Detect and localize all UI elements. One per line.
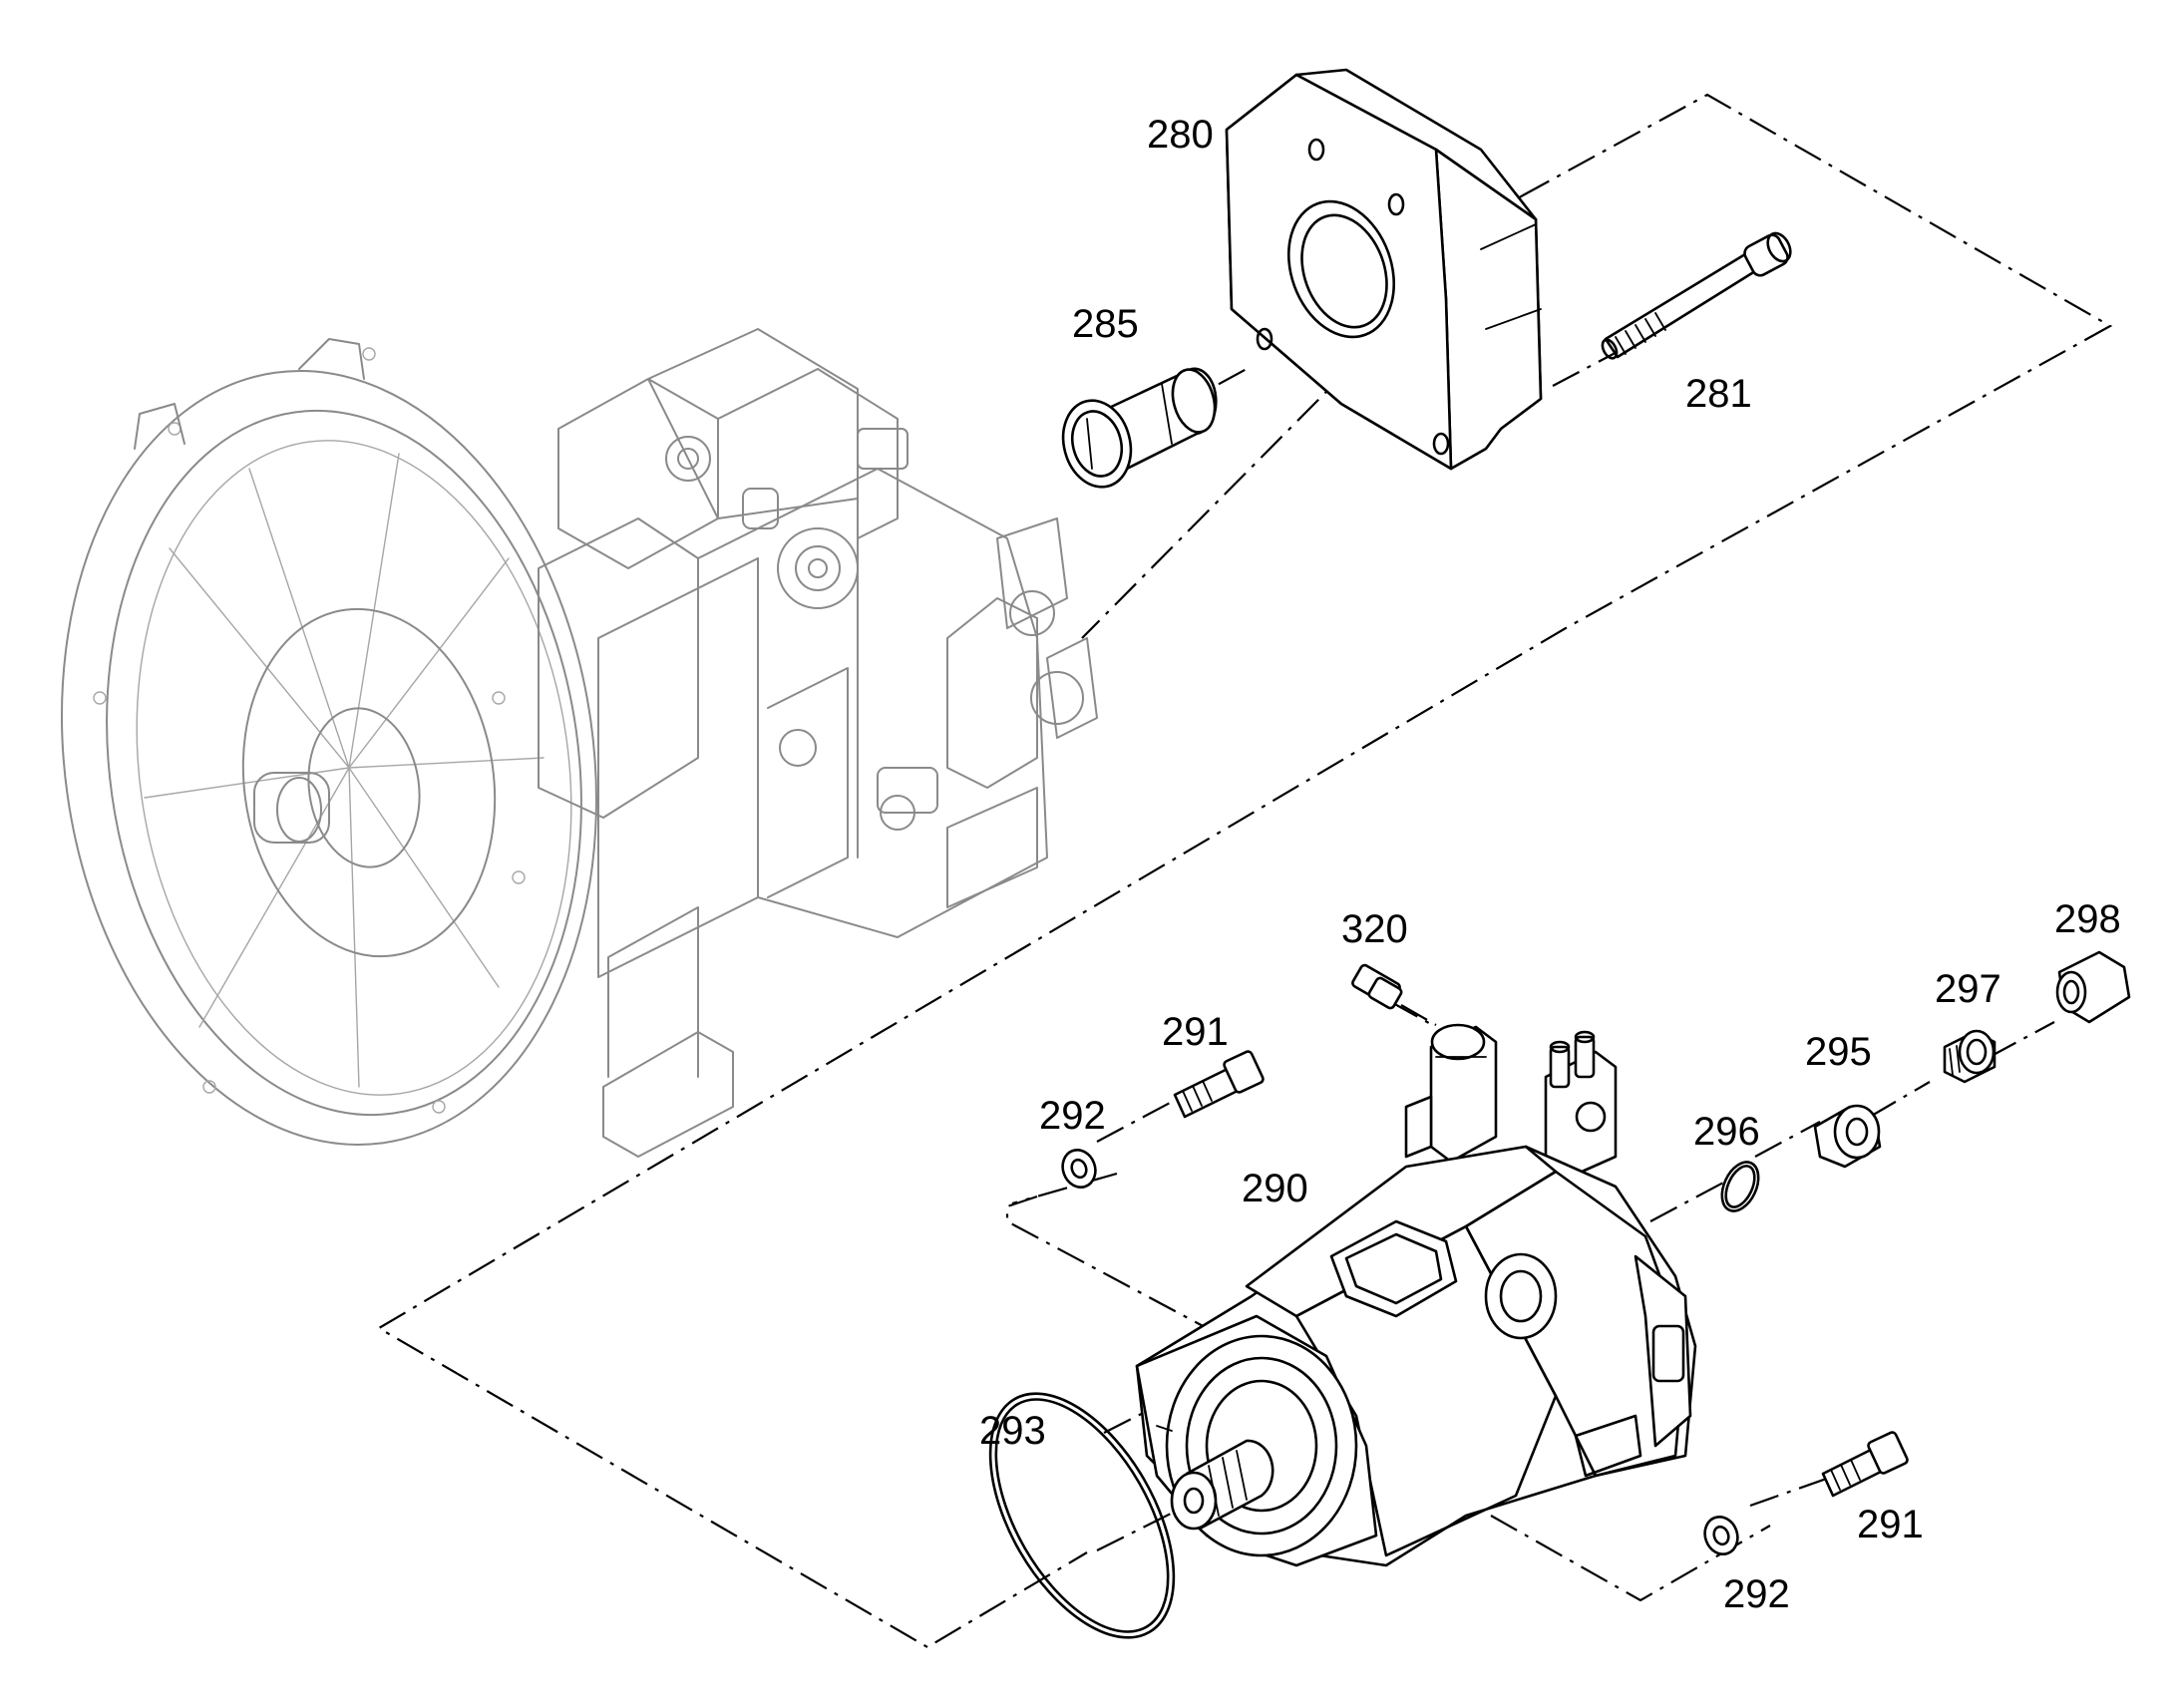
bushing-285	[1061, 367, 1218, 489]
callout-281: 281	[1685, 372, 1752, 416]
o-ring-293	[988, 1392, 1176, 1639]
callout-291-lower: 291	[1857, 1503, 1924, 1546]
gear-pump-290	[1135, 1023, 1697, 1567]
callout-labels: 280 285 281 320 298 297 291 295 292 296 …	[979, 113, 2121, 1616]
adapter-plate-280	[1225, 68, 1543, 471]
callout-292-lower: 292	[1723, 1572, 1790, 1616]
bolt-291-lower	[1821, 1431, 1909, 1498]
callout-298: 298	[2054, 897, 2121, 941]
callout-297: 297	[1935, 967, 2001, 1011]
callout-295: 295	[1805, 1030, 1872, 1074]
main-pump-assembly-ghost	[61, 328, 1098, 1158]
bolt-291-upper	[1173, 1050, 1265, 1119]
fitting-320	[1351, 963, 1437, 1026]
callout-280: 280	[1147, 113, 1214, 157]
nipple-297	[1943, 1029, 1997, 1084]
cap-298	[2055, 950, 2131, 1024]
callout-293: 293	[979, 1409, 1046, 1453]
callout-292-upper: 292	[1039, 1094, 1106, 1138]
washer-292-lower	[1703, 1516, 1739, 1555]
nut-295	[1813, 1104, 1882, 1169]
callout-320: 320	[1341, 907, 1408, 951]
callout-291-upper: 291	[1162, 1010, 1229, 1054]
o-ring-296	[1720, 1161, 1760, 1212]
callout-290: 290	[1242, 1167, 1308, 1210]
callout-285: 285	[1072, 302, 1139, 346]
long-bolt-281	[1601, 231, 1792, 360]
washer-292-upper	[1061, 1149, 1097, 1189]
callout-296: 296	[1693, 1110, 1760, 1154]
